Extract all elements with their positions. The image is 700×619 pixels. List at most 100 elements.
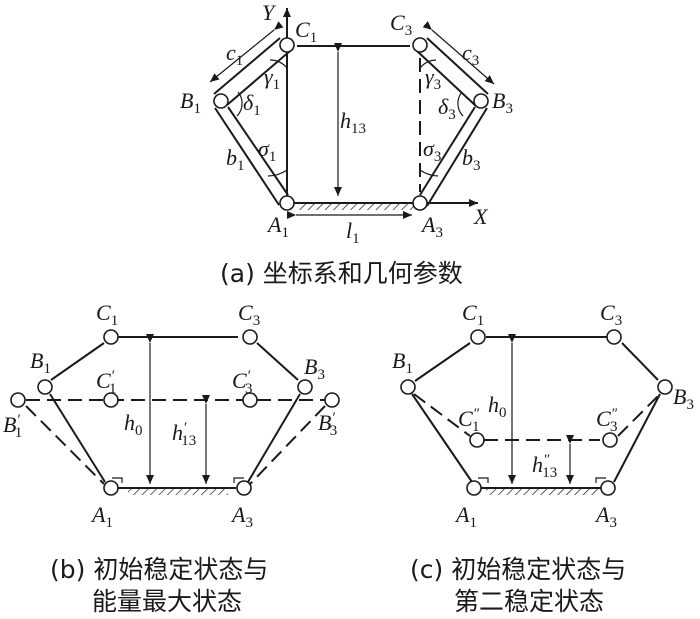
joint-b3-c [657,379,673,395]
dashed-b1p-a1 [25,405,105,485]
joint-a1 [279,195,295,211]
label-b3: B3 [492,88,513,117]
label-c1pp-c: C″1 [458,406,480,435]
label-b1-b: B1 [30,348,51,377]
label-c3pp-c: C″3 [596,406,618,435]
ground-hatch [298,204,414,210]
joint-a3 [412,195,428,211]
c3-dimension [422,21,495,85]
ground-hatch-c [486,489,598,495]
caption-b-line1: (b) 初始稳定状态与 [50,555,268,584]
link-b1-a1-inner [227,106,289,196]
label-x-axis: X [473,204,489,229]
label-sigma1: σ1 [258,136,276,165]
link-b3-a3-c [613,393,661,483]
label-b1: B1 [180,88,201,117]
angle-mark-a1-c [478,477,489,483]
label-b1-length: b1 [226,145,245,174]
label-h0-c: h0 [488,392,507,421]
joint-b1p-b [10,392,26,408]
label-a1: A1 [266,212,289,241]
label-c3-c: C3 [600,300,622,329]
label-delta1: δ1 [243,90,261,119]
joint-c3 [412,37,428,53]
label-gamma3: γ3 [425,64,441,93]
label-delta3: δ3 [438,94,456,123]
joint-c1-c [470,329,486,345]
angle-mark-a1-b [112,477,123,483]
sigma3-arc [419,169,439,177]
delta1-arc [236,91,243,117]
joint-b3 [473,93,489,109]
joint-c3-c [606,329,622,345]
joint-a3-b [236,480,252,496]
joint-c3pp-c [602,432,618,448]
ground-hatch-b [128,489,228,495]
link-b1-a1-outer [214,107,280,206]
panel-c: C1 C3 B1 B3 C″1 C″3 h0 h″13 A1 A3 (c) 初始… [392,300,694,616]
link-b3-a3-b [247,393,301,483]
label-b3-length: b3 [462,145,481,174]
link-b1-a1-b [49,393,106,483]
delta3-arc [457,91,464,117]
panel-b: C1 C3 B1 B3 C′1 C′3 B′1 B′3 h0 h′13 A1 A… [3,300,340,616]
label-c1-c: C1 [462,300,484,329]
dashed-b1-c1pp [413,393,471,437]
joint-c1 [279,37,295,53]
label-c1: C1 [295,17,317,46]
label-b3-b: B3 [304,354,325,383]
caption-a: (a) 坐标系和几何参数 [220,259,463,288]
c1-dimension [209,21,284,83]
joint-b1 [213,93,229,109]
label-h13pp-c: h″13 [532,452,557,481]
link-b3-a3-inner [419,106,476,196]
link-c1-b1-b [50,342,105,381]
label-h13: h13 [340,108,366,137]
sigma1-arc [267,169,288,177]
label-l1: l1 [346,218,360,247]
label-b3-c: B3 [673,384,694,413]
label-a1-c: A1 [454,502,477,531]
label-h0-b: h0 [124,410,143,439]
label-a3: A3 [420,212,443,241]
dashed-c3pp-b3 [617,391,663,437]
joint-b3-b [297,379,313,395]
link-c3-b3-b [256,342,299,381]
joint-a3-c [600,480,616,496]
label-c3p-b: C′3 [232,368,252,397]
caption-c-line1: (c) 初始稳定状态与 [410,555,626,584]
label-a3-b: A3 [230,502,253,531]
label-c3: C3 [390,10,412,39]
label-h13p-b: h′13 [172,420,196,449]
label-c1p-b: C′1 [96,368,116,397]
joint-a1-b [103,480,119,496]
label-sigma3: σ3 [423,136,441,165]
caption-b-line2: 能量最大状态 [92,587,242,616]
label-c1-b: C1 [96,300,118,329]
joint-c1p-b [103,392,119,408]
joint-c1pp-c [469,432,485,448]
label-b3p-b: B′3 [318,410,337,439]
joint-c3p-b [242,392,258,408]
link-b3-a3-outer [426,107,488,207]
label-a3-c: A3 [594,502,617,531]
angle-mark-a3-c [595,477,606,483]
label-c1-length: c1 [226,40,243,69]
gamma1-arc [269,59,288,69]
angle-mark-a3-b [233,477,244,483]
label-c3-b: C3 [238,300,260,329]
joint-c3-b [242,329,258,345]
label-b1p-b: B′1 [3,412,22,441]
joint-b3p-b [324,392,340,408]
label-b1-c: B1 [392,348,413,377]
label-c3-length: c3 [462,40,479,69]
label-gamma1: γ1 [264,64,280,93]
dashed-b3p-a3 [249,405,326,485]
link-c3-b3-c [621,342,659,381]
link-c1-b1-c [414,342,471,382]
label-y-axis: Y [262,0,277,25]
panel-a: Y X C1 C3 B1 B3 A1 A3 c1 c3 b1 b3 γ1 γ3 … [180,0,513,288]
link-b1-a1-c [411,393,473,483]
joint-b1-c [400,379,416,395]
